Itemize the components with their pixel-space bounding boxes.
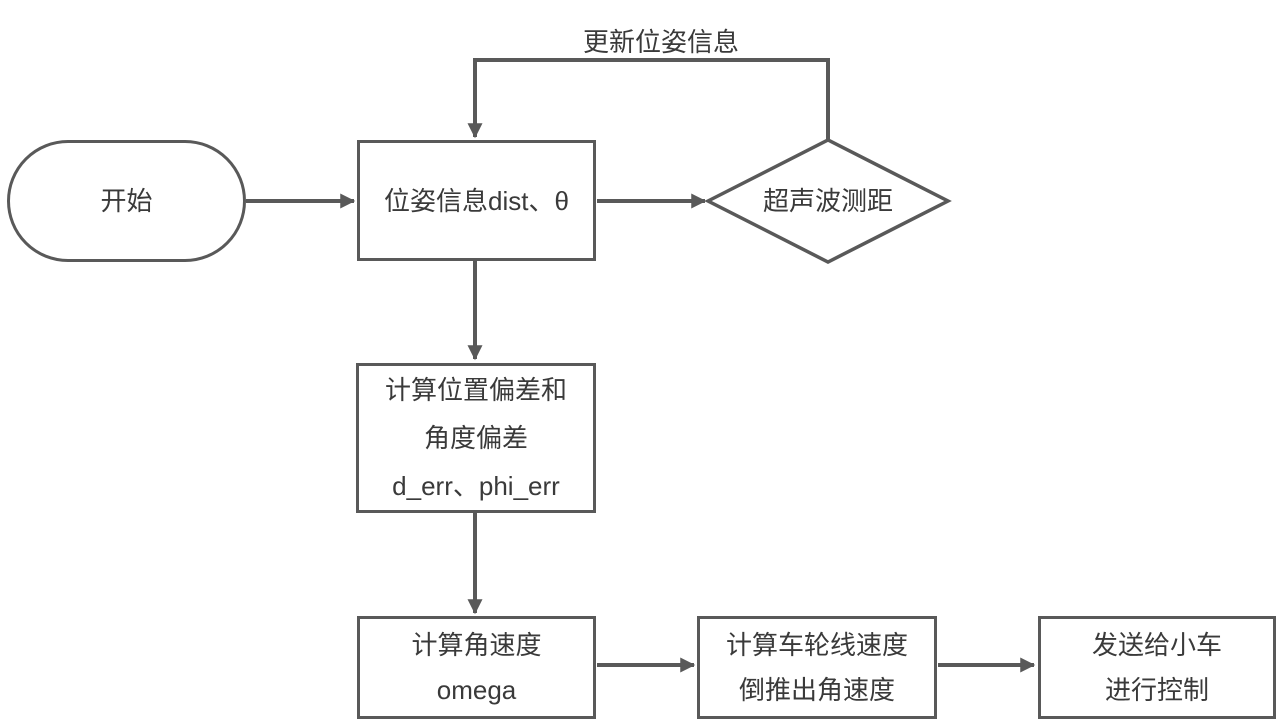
node-error-calc-line3: d_err、phi_err [392,471,560,501]
node-error-calc: 计算位置偏差和 角度偏差 d_err、phi_err [356,363,596,513]
node-ultrasonic: 超声波测距 [718,160,938,242]
node-omega-calc-line1: 计算角速度 [411,629,542,660]
node-wheel-calc-line2: 倒推出角速度 [738,674,895,705]
ultrasonic-diamond-shape [704,138,952,264]
node-send-control-line1: 发送给小车 [1091,629,1222,660]
edge-ultrasonic-to-pose-loop [467,58,830,140]
node-start-label: 开始 [100,186,153,216]
node-start: 开始 [7,140,246,262]
node-wheel-calc-line1: 计算车轮线速度 [725,629,908,660]
node-error-calc-line1: 计算位置偏差和 [384,375,567,405]
node-ultrasonic-label: 超声波测距 [762,186,893,216]
node-pose-info-label: 位姿信息dist、θ [384,185,569,216]
node-send-control: 发送给小车 进行控制 [1038,616,1276,719]
loop-edge-label: 更新位姿信息 [583,27,740,57]
node-pose-info: 位姿信息dist、θ [357,140,596,261]
node-send-control-line2: 进行控制 [1104,674,1209,705]
node-wheel-calc: 计算车轮线速度 倒推出角速度 [697,616,937,719]
node-omega-calc: 计算角速度 omega [357,616,596,719]
node-error-calc-line2: 角度偏差 [423,423,528,453]
node-omega-calc-line2: omega [436,674,517,705]
